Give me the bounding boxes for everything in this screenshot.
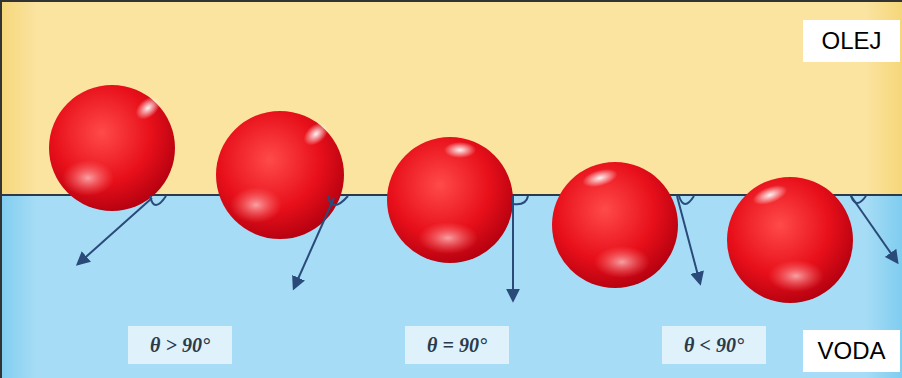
angle-label: θ < 90° — [662, 326, 766, 364]
phase-label: OLEJ — [803, 20, 900, 62]
phase-label: VODA — [803, 330, 900, 372]
angle-label: θ > 90° — [128, 326, 232, 364]
angle-label: θ = 90° — [405, 326, 509, 364]
